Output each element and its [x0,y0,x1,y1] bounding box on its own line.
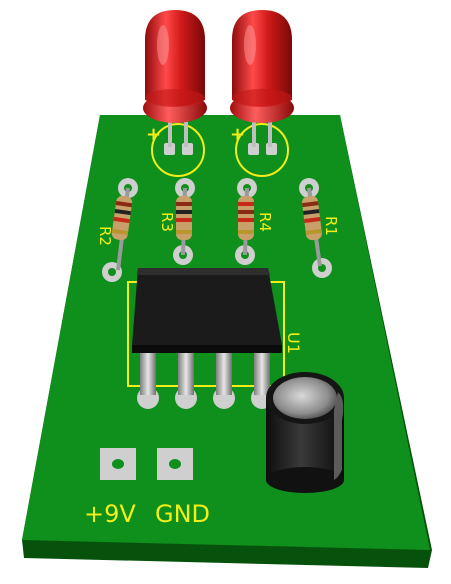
led-pads [164,143,277,155]
led-1-polarity: + [146,124,161,145]
power-pads [100,448,193,480]
ic-label: U1 [284,332,303,354]
resistor-label-r4: R4 [256,212,274,232]
resistor-label-r2: R2 [96,226,114,246]
led-2-polarity: + [230,124,245,145]
red-led-icon [230,10,294,147]
red-led-icon [143,10,207,147]
resistor-r4 [238,187,254,256]
led-footprints [151,123,289,177]
resistor-label-r3: R3 [158,212,176,232]
resistor-r1 [302,187,322,267]
pad-label-gnd: GND [155,500,210,528]
resistor-label-r1: R1 [322,216,340,236]
pad-label-9v: +9V [84,500,136,528]
electrolytic-capacitor-icon [266,372,344,493]
resistor-r2 [111,187,133,271]
ic-chip-icon [132,268,282,395]
resistor-r3 [176,187,192,256]
